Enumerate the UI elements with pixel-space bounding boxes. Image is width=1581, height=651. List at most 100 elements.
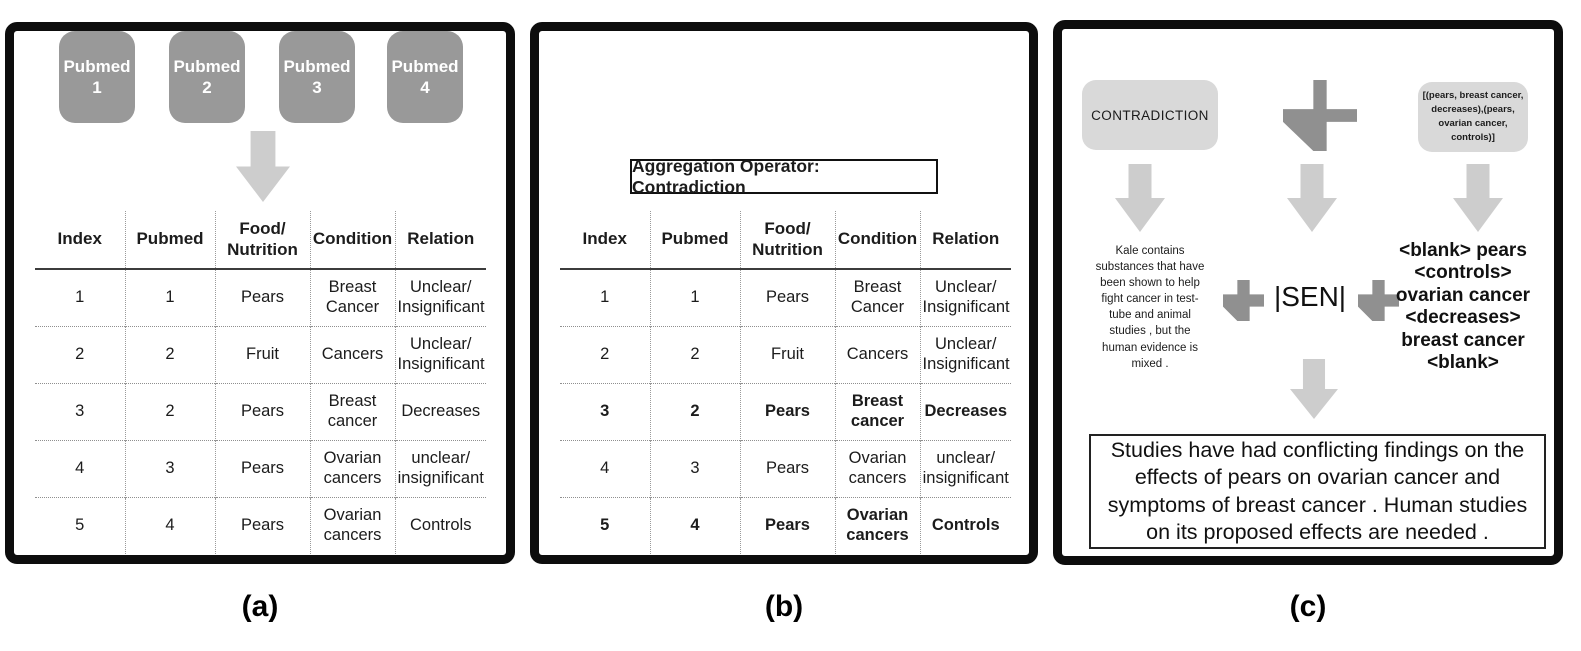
table-cell: Ovarian cancers (835, 496, 921, 554)
table-cell: Unclear/ Insignificant (395, 325, 486, 383)
table-cell: Cancers (310, 325, 396, 383)
table-cell: Ovarian cancers (310, 496, 396, 554)
panel-c: CONTRADICTION [(pears, breast cancer, de… (1053, 20, 1563, 565)
table-cell: 2 (125, 382, 216, 440)
panel-label-a: (a) (241, 590, 279, 623)
table-cell: Controls (395, 496, 486, 554)
table-cell: 3 (125, 439, 216, 497)
table-cell: Pears (215, 382, 311, 440)
table-cell: Breast cancer (835, 382, 921, 440)
table-cell: 5 (35, 496, 126, 554)
table-cell: Cancers (835, 325, 921, 383)
table-cell: 2 (560, 325, 651, 383)
column-header: Index (35, 211, 126, 270)
table-cell: Pears (740, 496, 836, 554)
table-cell: Pears (215, 496, 311, 554)
column-header: Food/ Nutrition (215, 211, 311, 270)
template-sentence: <blank> pears <controls> ovarian cancer … (1395, 240, 1531, 374)
column-header: Index (560, 211, 651, 270)
table-cell: Ovarian cancers (835, 439, 921, 497)
column-header: Pubmed (650, 211, 741, 270)
table-cell: unclear/ insignificant (395, 439, 486, 497)
table-cell: 3 (35, 382, 126, 440)
contradiction-operator-box: CONTRADICTION (1082, 80, 1218, 150)
pubmed-source-number: 1 (92, 78, 102, 97)
pubmed-source-box-1: Pubmed 1 (59, 31, 135, 123)
table-cell: 4 (650, 496, 741, 554)
table-cell: Breast Cancer (310, 269, 396, 326)
table-cell: Decreases (920, 382, 1011, 440)
table-cell: 2 (125, 325, 216, 383)
table-cell: 3 (560, 382, 651, 440)
plus-icon (1223, 280, 1264, 321)
table-cell: Pears (740, 439, 836, 497)
table-cell: Unclear/ Insignificant (922, 277, 1010, 316)
table-cell: Fruit (740, 325, 836, 383)
table-cell: Pears (740, 269, 836, 326)
table-cell: 1 (125, 269, 216, 326)
pubmed-source-box-2: Pubmed 2 (169, 31, 245, 123)
pubmed-source-box-4: Pubmed 4 (387, 31, 463, 123)
table-cell: 1 (650, 269, 741, 326)
table-cell: Fruit (215, 325, 311, 383)
table-cell: 2 (650, 325, 741, 383)
column-header: Relation (920, 211, 1011, 270)
plus-icon (1283, 80, 1357, 151)
table-cell: 4 (125, 496, 216, 554)
table-cell: Pears (215, 439, 311, 497)
evidence-sentence: Kale contains substances that have been … (1095, 245, 1205, 370)
table-cell: 4 (35, 439, 126, 497)
table-cell: 1 (560, 269, 651, 326)
down-arrow-icon (1287, 164, 1337, 232)
table-cell: Ovarian cancers (310, 439, 396, 497)
panel-a: Pubmed 1 Pubmed 2 Pubmed 3 Pubmed 4 Inde… (5, 22, 515, 564)
column-header: Relation (395, 211, 486, 270)
down-arrow-icon (1290, 359, 1338, 419)
table-cell: unclear/ insignificant (920, 439, 1011, 497)
down-arrow-icon (1453, 164, 1503, 232)
table-cell: 4 (560, 439, 651, 497)
down-arrow-icon (1115, 164, 1165, 232)
column-header: Condition (835, 211, 921, 270)
panel-label-b: (b) (764, 590, 804, 623)
column-header: Food/ Nutrition (740, 211, 836, 270)
pubmed-source-number: 3 (312, 78, 322, 97)
panel-label-c: (c) (1289, 590, 1327, 623)
aggregation-operator-title: Aggregation Operator: Contradiction (630, 156, 938, 197)
table-cell: Pears (740, 382, 836, 440)
pubmed-source-name: Pubmed (173, 56, 241, 76)
sen-length-token: |SEN| (1273, 281, 1347, 312)
panel-b: Aggregation Operator: Contradiction Inde… (530, 22, 1038, 564)
table-cell: Unclear/ Insignificant (397, 277, 485, 316)
table-cell: 2 (35, 325, 126, 383)
table-cell: Breast Cancer (835, 269, 921, 326)
tuples-box: [(pears, breast cancer, decreases),(pear… (1418, 82, 1528, 152)
table-cell: Controls (920, 496, 1011, 554)
pubmed-source-number: 2 (202, 78, 212, 97)
table-cell: Unclear/ Insignificant (920, 325, 1011, 383)
pubmed-source-name: Pubmed (283, 56, 351, 76)
table-cell: Breast cancer (310, 382, 396, 440)
table-cell: 1 (35, 269, 126, 326)
output-sentence-box: Studies have had conflicting findings on… (1089, 434, 1546, 549)
table-cell: 5 (560, 496, 651, 554)
pubmed-source-number: 4 (420, 78, 430, 97)
table-cell: 2 (650, 382, 741, 440)
table-cell: Decreases (395, 382, 486, 440)
column-header: Pubmed (125, 211, 216, 270)
pubmed-source-box-3: Pubmed 3 (279, 31, 355, 123)
